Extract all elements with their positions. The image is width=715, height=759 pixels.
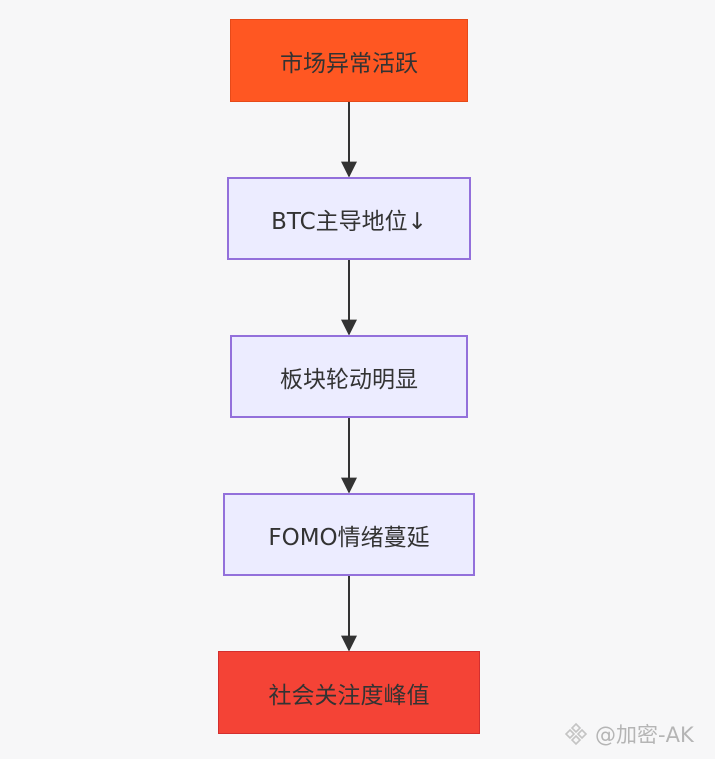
flow-node-fomo-spreading: FOMO情绪蔓延 (223, 493, 475, 576)
flow-node-sector-rotation: 板块轮动明显 (230, 335, 468, 418)
flow-node-btc-dominance: BTC主导地位↓ (227, 177, 471, 260)
flow-node-market-active: 市场异常活跃 (230, 19, 468, 102)
flow-node-label: 社会关注度峰值 (268, 682, 430, 709)
watermark: @加密-AK (563, 720, 694, 748)
binance-square-logo-icon (563, 721, 589, 747)
flow-node-social-attention-peak: 社会关注度峰值 (218, 651, 480, 734)
flow-node-label: BTC主导地位↓ (271, 208, 427, 235)
flow-node-label: 市场异常活跃 (280, 50, 418, 77)
watermark-text: @加密-AK (595, 723, 694, 747)
flow-node-label: 板块轮动明显 (280, 366, 418, 393)
flow-node-label: FOMO情绪蔓延 (268, 524, 430, 551)
